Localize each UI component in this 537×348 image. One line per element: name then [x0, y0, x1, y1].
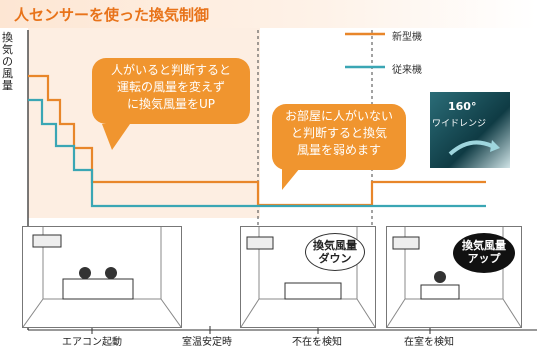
y-axis-label-4: 風: [2, 67, 13, 80]
bubble-right-line-2: と判断すると換気: [290, 126, 387, 140]
legend-old-label: 従来機: [392, 65, 422, 76]
room-illustration: [23, 227, 181, 327]
scene-ac-start: [22, 226, 182, 328]
wide-range-label: ワイドレンジ: [432, 119, 487, 129]
x-caption-absence: 不在を検知: [292, 337, 342, 348]
scene-absence: 換気風量 ダウン: [240, 226, 376, 328]
wide-range-degree: 160°: [448, 100, 477, 113]
series-old-line: [28, 98, 486, 208]
legend-new-label: 新型機: [392, 32, 422, 43]
badge-down-line-2: ダウン: [318, 252, 352, 265]
x-caption-stable: 室温安定時: [182, 337, 232, 348]
bubble-left-line-1: 人がいると判断すると: [110, 63, 231, 77]
airflow-arrow-icon: [448, 140, 500, 156]
bubble-right-line-1: お部屋に人がいない: [284, 109, 393, 123]
room-illustration-occupied: [387, 227, 521, 327]
bubble-left-tail: [102, 124, 130, 150]
person-icon-2: [105, 267, 117, 279]
badge-airflow-down: 換気風量 ダウン: [305, 233, 365, 271]
x-caption-ac-start: エアコン起動: [62, 337, 122, 348]
bubble-left-line-3: に換気風量をUP: [126, 97, 216, 111]
bubble-right-line-3: 風量を弱めます: [296, 143, 381, 157]
badge-airflow-up: 換気風量 アップ: [453, 233, 515, 273]
bubble-presence-up: 人がいると判断すると 運転の風量を変えず に換気風量をUP: [92, 58, 250, 124]
room-illustration-empty: [241, 227, 375, 327]
y-axis-label-1: 換: [2, 31, 13, 44]
scene-presence: 換気風量 アップ: [386, 226, 522, 328]
person-icon: [79, 267, 91, 279]
sofa-icon: [62, 278, 134, 300]
badge-down-line-1: 換気風量: [313, 239, 357, 252]
air-conditioner-icon: [32, 234, 62, 248]
badge-up-line-2: アップ: [467, 252, 501, 265]
bubble-absence-down: お部屋に人がいない と判断すると換気 風量を弱めます: [272, 104, 406, 170]
air-conditioner-icon-2: [246, 236, 274, 250]
y-axis-label-5: 量: [2, 79, 13, 92]
bubble-right-tail: [282, 168, 300, 190]
y-axis-label-2: 気: [2, 43, 13, 56]
sofa-icon-2: [284, 282, 342, 300]
x-caption-presence: 在室を検知: [404, 337, 454, 348]
bubble-left-line-2: 運転の風量を変えず: [116, 80, 225, 94]
person-icon-3: [434, 271, 446, 283]
wide-range-badge: 160° ワイドレンジ: [430, 92, 510, 168]
y-axis-label-3: の: [2, 55, 13, 68]
title-band: [0, 0, 537, 28]
sofa-icon-3: [420, 284, 460, 300]
air-conditioner-icon-3: [392, 236, 420, 250]
diagram-title: 人センサーを使った換気制御: [14, 6, 210, 24]
badge-up-line-1: 換気風量: [462, 239, 506, 252]
